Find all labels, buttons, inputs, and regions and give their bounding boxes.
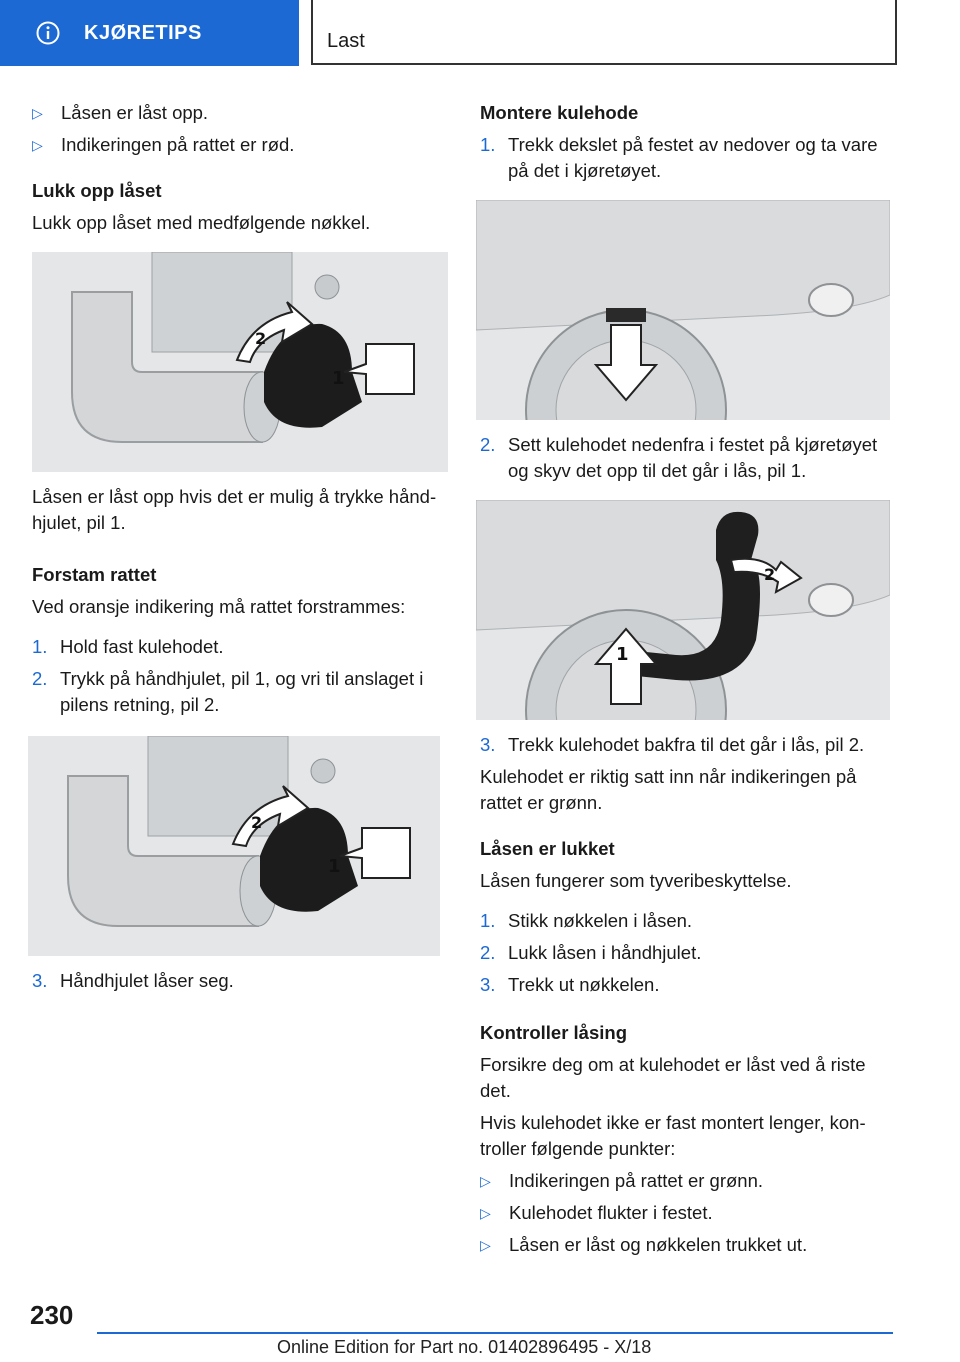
paragraph-line: Forsikre deg om at kulehodet er låst ved… [480,1054,866,1075]
heading-locked: Låsen er lukket [480,838,615,859]
handwheel-illustration-2: 1 2 [28,736,440,956]
arrow-label-2: 2 [251,813,262,832]
list-item: 1.Trekk dekslet på festet av nedover og … [480,134,878,155]
paragraph-line: Låsen er låst opp hvis det er mulig å tr… [32,486,437,507]
arrow-label-1: 1 [616,644,629,665]
section-title: KJØRETIPS [84,21,202,44]
arrow-label-1: 1 [328,856,341,877]
triangle-bullet-icon: ▷ [32,137,43,153]
paragraph-line: hjulet, pil 1. [32,512,126,533]
page-number: 230 [30,1300,74,1330]
arrow-label-2: 2 [255,329,266,348]
triangle-bullet-icon: ▷ [480,1205,491,1221]
footer-divider [97,1332,893,1334]
list-item: 1.Stikk nøkkelen i låsen. [480,910,693,931]
list-item: ▷Indikeringen på rattet er rød. [32,132,448,158]
paragraph-line: Hvis kulehodet ikke er fast montert leng… [480,1112,866,1133]
list-item: ▷Kulehodet flukter i festet. [480,1200,894,1226]
triangle-bullet-icon: ▷ [480,1173,491,1189]
paragraph: Ved oransje indikering må rattet forstra… [32,596,406,617]
list-item: 3.Trekk ut nøkkelen. [480,974,660,995]
right-column: Montere kulehode 1.Trekk dekslet på fest… [476,100,894,1258]
list-item: ▷Låsen er låst opp. [32,100,448,126]
chapter-title: Last [327,30,365,52]
list-item: ▷Indikeringen på rattet er grønn. [480,1168,894,1194]
heading-check: Kontroller låsing [480,1022,627,1043]
handwheel-illustration-1: 1 2 [32,252,448,472]
heading-mount: Montere kulehode [480,102,639,123]
footer-edition: Online Edition for Part no. 01402896495 … [277,1337,652,1357]
list-item: 2.Trykk på håndhjulet, pil 1, og vri til… [32,668,424,689]
list-item: 1.Hold fast kulehodet. [32,636,224,657]
paragraph-line: det. [480,1080,511,1101]
heading-preload: Forstam rattet [32,564,157,585]
chapter-box: Last [311,0,897,65]
paragraph: Låsen fungerer som tyveribeskyttelse. [480,870,792,891]
list-item: 3.Trekk kulehodet bakfra til det går i l… [480,734,865,755]
list-item-continued: på det i kjøretøyet. [508,160,662,181]
paragraph-line: rattet er grønn. [480,792,603,813]
list-item: 2.Sett kulehodet nedenfra i festet på kj… [480,434,878,455]
list-item: 3.Håndhjulet låser seg. [32,970,234,991]
arrow-label-2: 2 [764,565,775,584]
triangle-bullet-icon: ▷ [480,1237,491,1253]
paragraph-line: Kulehodet er riktig satt inn når indiker… [480,766,857,787]
arrow-label-1: 1 [332,368,345,389]
section-tab: KJØRETIPS [0,0,299,66]
list-item-continued: pilens retning, pil 2. [60,694,220,715]
bumper-cover-illustration [476,200,890,420]
info-icon [36,21,60,45]
list-item: 2.Lukk låsen i håndhjulet. [480,942,702,963]
paragraph-line: troller følgende punkter: [480,1138,676,1159]
list-item: ▷Låsen er låst og nøkkelen trukket ut. [480,1232,894,1258]
heading-unlock: Lukk opp låset [32,180,162,201]
triangle-bullet-icon: ▷ [32,105,43,121]
paragraph: Lukk opp låset med medfølgende nøkkel. [32,212,371,233]
list-item-continued: og skyv det opp til det går i lås, pil 1… [508,460,807,481]
ball-head-illustration: 1 2 [476,500,890,720]
left-column: ▷Låsen er låst opp. ▷Indikeringen på rat… [28,100,448,994]
